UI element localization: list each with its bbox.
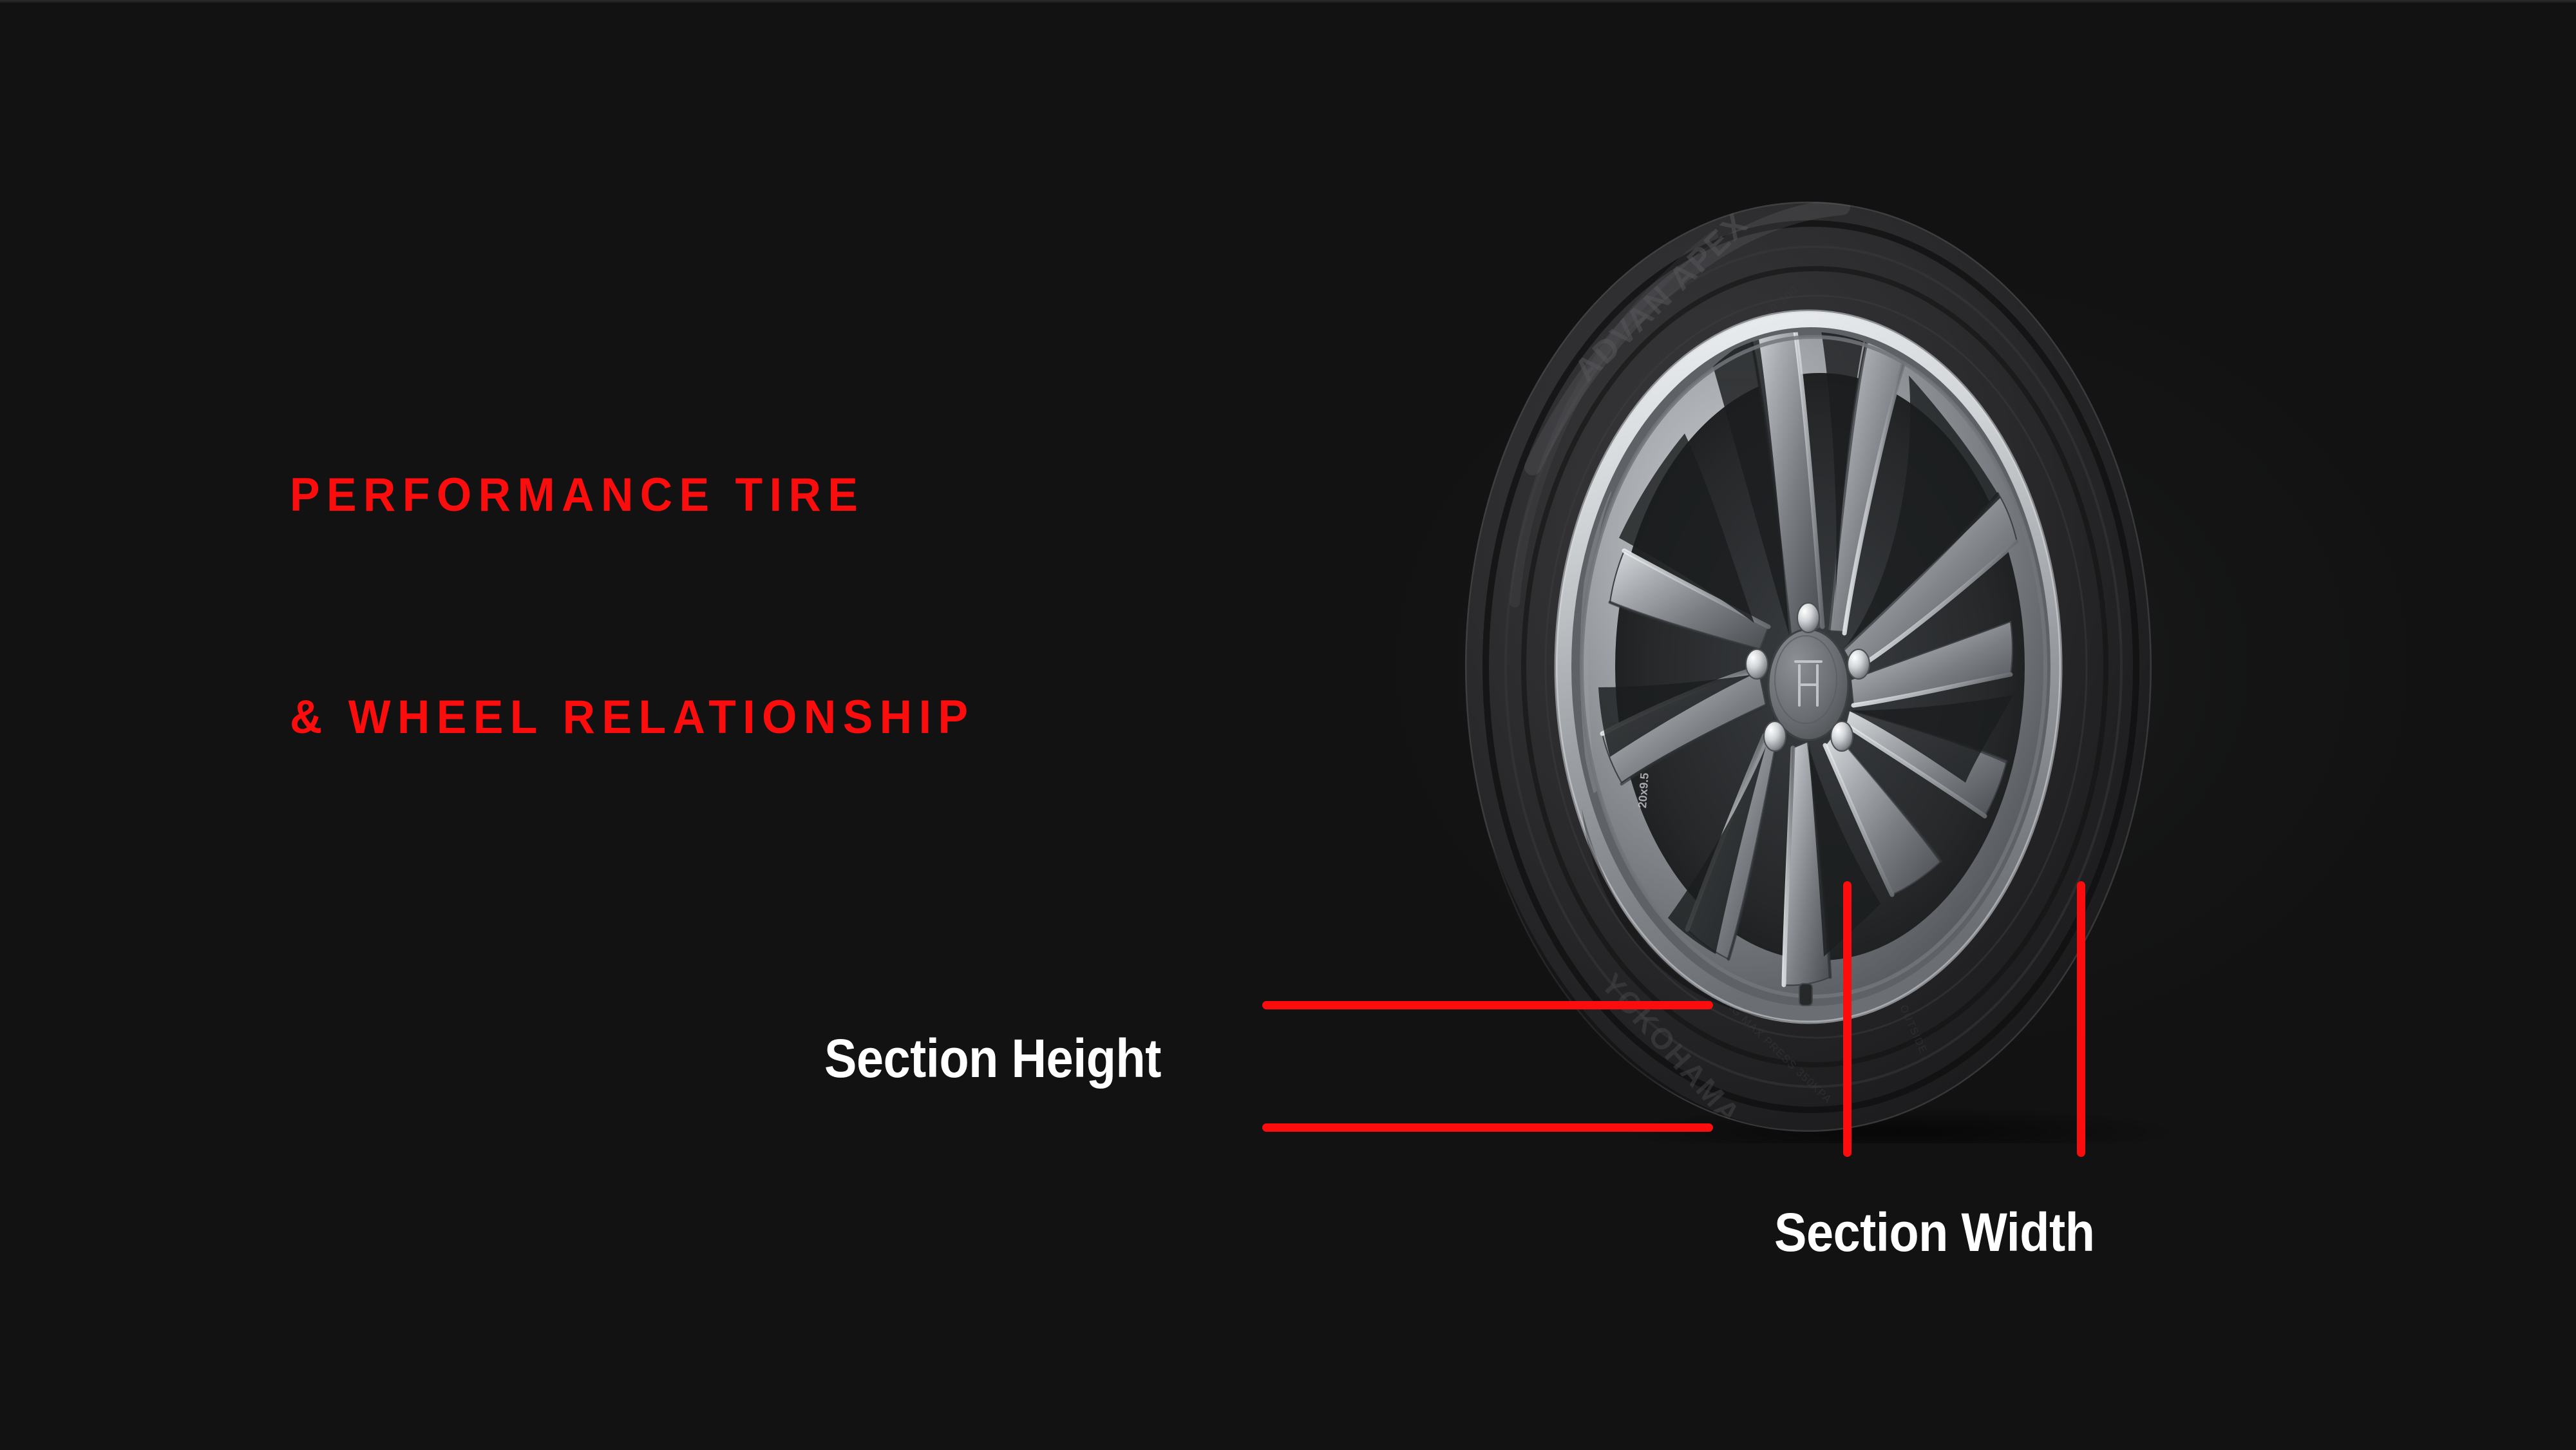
section-height-marker-bottom: [1262, 1123, 1713, 1132]
tire-wheel-illustration: ADVAN ADVAN: [1455, 190, 2267, 1143]
section-height-label: Section Height: [824, 1028, 1161, 1089]
wheel-center-cap: [1767, 628, 1850, 741]
page-title-line-2: & WHEEL RELATIONSHIP: [290, 691, 975, 743]
top-edge-highlight: [0, 0, 2576, 3]
alloy-wheel: 20x9.5: [1554, 309, 2063, 1024]
section-width-marker-right: [2077, 881, 2085, 1157]
section-height-marker-top: [1262, 1001, 1713, 1009]
valve-stem: [1799, 983, 1813, 1006]
page-title-line-1: PERFORMANCE TIRE: [290, 468, 865, 521]
section-width-marker-left: [1843, 881, 1852, 1157]
wheel-lug-nuts: [1745, 602, 1870, 752]
section-width-label: Section Width: [1774, 1202, 2095, 1263]
wheel-size-stamp: 20x9.5: [1636, 772, 1651, 808]
page-title: PERFORMANCE TIRE & WHEEL RELATIONSHIP: [290, 310, 974, 902]
wheel-spokes: [1601, 332, 2018, 986]
